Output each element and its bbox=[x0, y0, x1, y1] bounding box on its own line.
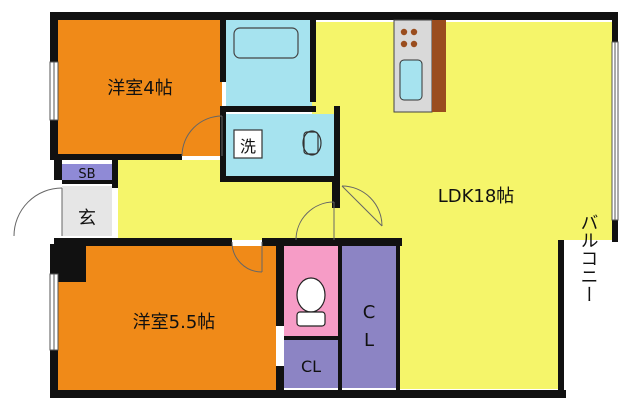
balcony-label-text: バルコニー bbox=[578, 213, 599, 303]
ldk-label: LDK18帖 bbox=[438, 186, 515, 207]
shoe-box-label: SB bbox=[78, 167, 95, 182]
closet-small bbox=[284, 340, 338, 388]
stove-burner-icon bbox=[410, 28, 418, 36]
balcony-label: バルコニー bbox=[578, 213, 599, 303]
closet-tall bbox=[342, 246, 396, 388]
stove-burner-icon bbox=[400, 40, 408, 48]
closet-tall-label-c: C bbox=[363, 302, 376, 323]
walls bbox=[50, 12, 618, 398]
toilet-icon bbox=[302, 130, 322, 156]
western-room-upper-label: 洋室4帖 bbox=[107, 78, 172, 99]
western-room-lower-label: 洋室5.5帖 bbox=[133, 312, 216, 333]
toilet-icon bbox=[296, 277, 326, 327]
shoe-box bbox=[62, 164, 112, 182]
bathtub-icon bbox=[233, 27, 299, 59]
balcony bbox=[564, 244, 612, 390]
western-room-upper bbox=[58, 18, 222, 156]
entrance bbox=[62, 186, 112, 236]
entrance-label: 玄 bbox=[78, 208, 96, 229]
stove-burner-icon bbox=[400, 28, 408, 36]
closet-small-label: CL bbox=[301, 357, 321, 376]
stove-burner-icon bbox=[410, 40, 418, 48]
kitchen-sink-icon bbox=[399, 59, 423, 101]
western-room-lower bbox=[58, 246, 276, 390]
doors bbox=[13, 115, 383, 273]
kitchen-wall bbox=[432, 20, 446, 112]
washbasin-icon bbox=[233, 129, 263, 159]
windows bbox=[49, 41, 619, 351]
ldk-area bbox=[118, 22, 614, 389]
closet-tall-label-l: L bbox=[364, 330, 374, 351]
washroom-label: 洗 bbox=[240, 137, 256, 156]
